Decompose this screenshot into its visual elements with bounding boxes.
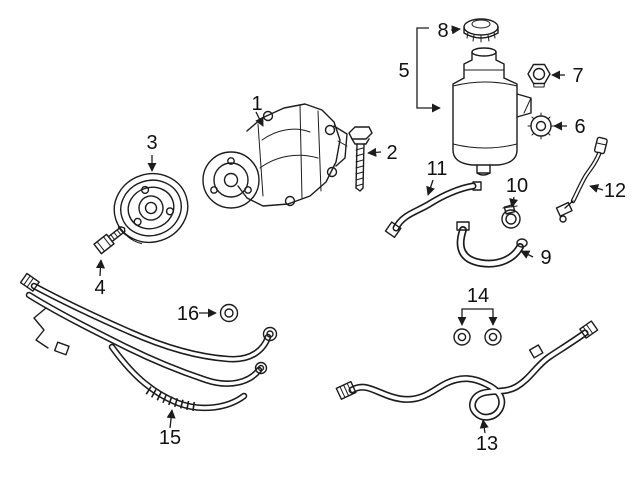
- callout-arrow-8: [450, 25, 461, 35]
- callout-label-4: 4: [94, 277, 105, 299]
- callout-label-10: 10: [506, 175, 528, 197]
- callout-label-11: 11: [427, 158, 448, 180]
- callout-label-15: 15: [159, 427, 181, 449]
- pulley-drawing: [113, 173, 189, 245]
- callout-label-14: 14: [467, 285, 489, 307]
- callout-label-5: 5: [398, 60, 409, 82]
- callout-arrow-15: [166, 409, 176, 429]
- bolt-drawing: [348, 126, 373, 192]
- pump-drawing: [202, 103, 348, 209]
- callout-13: 13: [476, 419, 498, 455]
- reservoir-cap-drawing: [463, 18, 499, 43]
- callout-7: 7: [551, 65, 584, 87]
- callout-arrow-11: [426, 179, 435, 196]
- callout-10: 10: [506, 175, 528, 208]
- callout-1: 1: [251, 93, 264, 127]
- callout-arrow-1: [255, 111, 264, 127]
- vent-cap-drawing: [527, 112, 555, 140]
- return-line-assembly-drawing: [335, 320, 599, 421]
- callout-label-3: 3: [146, 132, 157, 154]
- callout-label-6: 6: [574, 116, 585, 138]
- callout-6: 6: [553, 116, 586, 138]
- hose-clamp-drawing: [501, 204, 521, 229]
- callout-label-9: 9: [540, 247, 551, 269]
- callout-14: 14: [457, 285, 498, 326]
- callout-label-13: 13: [476, 433, 498, 455]
- callout-8: 8: [437, 20, 461, 42]
- callout-5: 5: [398, 27, 441, 113]
- o-ring-drawing: [219, 303, 239, 323]
- callout-15: 15: [159, 409, 181, 449]
- nut-drawing: [527, 63, 551, 88]
- sensor-line-drawing: [555, 136, 608, 223]
- callout-label-2: 2: [386, 142, 397, 164]
- callout-11: 11: [426, 158, 448, 196]
- callout-label-7: 7: [572, 65, 583, 87]
- pressure-hose-assembly-drawing: [19, 272, 278, 412]
- callout-label-8: 8: [437, 20, 448, 42]
- callout-16: 16: [177, 303, 217, 325]
- callout-arrow-2: [367, 147, 382, 157]
- callout-arrow-10: [509, 196, 519, 208]
- callout-2: 2: [367, 142, 398, 164]
- callout-12: 12: [589, 180, 626, 202]
- suction-hose-drawing: [456, 221, 528, 268]
- seal-rings-drawing: [453, 328, 502, 346]
- small-bolt-drawing: [93, 226, 126, 255]
- callout-arrow-13: [479, 419, 489, 434]
- callout-4: 4: [94, 259, 106, 299]
- callout-arrow-12: [589, 184, 604, 193]
- return-hose-drawing: [384, 181, 482, 239]
- callout-label-12: 12: [604, 180, 626, 202]
- callout-bracket-5: [416, 27, 441, 113]
- callout-label-1: 1: [251, 93, 262, 115]
- callout-arrow-9: [520, 250, 534, 259]
- callout-3: 3: [146, 132, 158, 172]
- callout-bracket-14: [457, 308, 498, 326]
- callout-label-16: 16: [177, 303, 199, 325]
- reservoir-drawing: [452, 47, 532, 176]
- callout-9: 9: [520, 247, 552, 269]
- callout-arrow-4: [95, 259, 106, 277]
